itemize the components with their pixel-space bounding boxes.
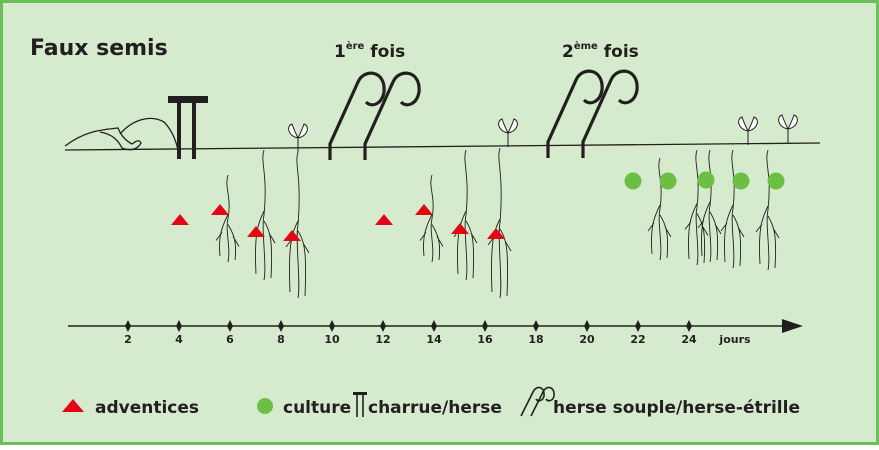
crop-marker (659, 172, 677, 190)
legend: adventices culture charrue/herse herse s… (62, 386, 800, 418)
day-axis-tick (176, 320, 182, 332)
legend-weed-label: adventices (95, 398, 199, 418)
sprouts-layer (288, 114, 798, 152)
crop-marker (767, 172, 785, 190)
weed-marker (415, 204, 433, 215)
soil-clod (64, 127, 142, 151)
day-axis-tick-label: 2 (124, 333, 132, 346)
weed-marker (247, 226, 265, 237)
day-axis-tick-label: 4 (175, 333, 183, 346)
day-axis-tick (125, 320, 131, 332)
legend-harrow-label: herse souple/herse-étrille (553, 398, 800, 418)
plant-root (215, 174, 240, 263)
legend-crop-label: culture (283, 398, 351, 418)
day-axis-tick-label: 22 (630, 333, 645, 346)
legend-plough-label: charrue/herse (368, 398, 502, 418)
crop-marker (697, 171, 715, 189)
plant-root (755, 149, 780, 271)
sprout-icon (288, 123, 308, 152)
crop-marker (624, 172, 642, 190)
crop-markers-layer (624, 171, 785, 190)
pass-label-1: 1ère fois (334, 40, 405, 62)
plant-root (684, 149, 709, 266)
legend-weed-icon (62, 399, 84, 412)
sprout-icon (738, 116, 758, 145)
crop-marker (732, 172, 750, 190)
day-axis-tick-label: 10 (324, 333, 340, 346)
day-axis-tick (686, 320, 692, 332)
plant-roots-layer (215, 147, 780, 299)
diagram-title: Faux semis (30, 36, 168, 61)
day-axis-unit: jours (718, 333, 751, 346)
day-axis-tick (329, 320, 335, 332)
weed-marker (283, 230, 301, 241)
harrow-icon-pass-1 (328, 71, 421, 160)
day-axis-tick (278, 320, 284, 332)
day-axis-tick (431, 320, 437, 332)
weed-marker (211, 204, 229, 215)
plant-root (720, 149, 745, 269)
sprout-icon (778, 114, 798, 143)
sprout-icon (498, 118, 518, 147)
day-axis-tick-label: 20 (579, 333, 595, 346)
day-axis-arrowhead (782, 319, 803, 333)
day-axis-tick-label: 12 (375, 333, 390, 346)
soil-ridge (119, 117, 179, 151)
day-axis-tick (227, 320, 233, 332)
day-axis-tick-label: 18 (528, 333, 543, 346)
weed-marker (171, 214, 189, 225)
legend-crop-icon (257, 398, 273, 414)
weed-marker (375, 214, 393, 225)
soil-line (64, 142, 821, 151)
plant-root (487, 147, 512, 299)
day-axis-tick-label: 6 (226, 333, 234, 346)
plant-root (419, 174, 444, 263)
day-axis-tick-label: 8 (277, 333, 285, 346)
day-axis-tick (380, 320, 386, 332)
plant-root (647, 157, 672, 261)
day-axis-tick (635, 320, 641, 332)
plough-icon (168, 96, 208, 159)
plant-root (285, 151, 310, 299)
legend-plough-icon (353, 392, 367, 417)
day-axis-tick (584, 320, 590, 332)
weed-marker (487, 228, 505, 239)
pass-label-2: 2ème fois (562, 40, 639, 62)
day-axis-tick (482, 320, 488, 332)
weed-markers-layer (171, 204, 505, 241)
harrow-icon-pass-2 (546, 69, 639, 158)
day-axis-tick (533, 320, 539, 332)
weed-marker (451, 223, 469, 234)
day-axis-tick-label: 16 (477, 333, 493, 346)
day-axis-tick-label: 24 (681, 333, 697, 346)
day-axis-tick-label: 14 (426, 333, 442, 346)
plant-root (697, 149, 722, 263)
legend-harrow-icon (520, 386, 555, 417)
